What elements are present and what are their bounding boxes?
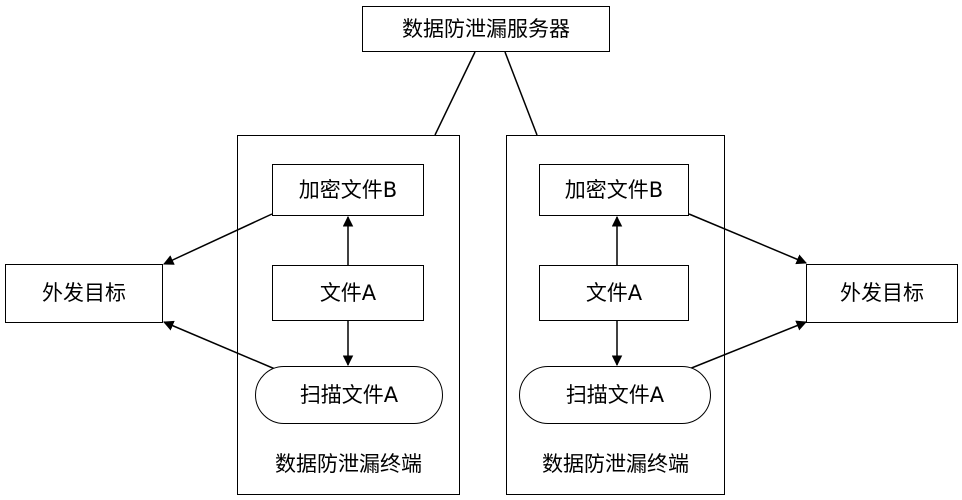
server-to-left-terminal-line <box>434 51 476 136</box>
left-outbound-target-node: 外发目标 <box>5 264 163 323</box>
right-scan-label: 扫描文件A <box>565 382 665 407</box>
left-scan-node: 扫描文件A <box>255 366 443 424</box>
left-encrypted-to-target-arrow <box>163 213 273 265</box>
left-encrypted-file-label: 加密文件B <box>298 177 398 202</box>
left-encrypted-file-node: 加密文件B <box>272 164 424 216</box>
left-terminal-container <box>237 135 460 495</box>
right-encrypted-file-label: 加密文件B <box>564 177 664 202</box>
right-scan-to-target-arrow <box>688 320 807 370</box>
right-terminal-container <box>506 135 725 495</box>
left-outbound-target-label: 外发目标 <box>42 281 126 305</box>
left-scan-label: 扫描文件A <box>299 382 399 407</box>
left-scan-to-target-arrow <box>163 320 276 370</box>
right-file-node: 文件A <box>539 265 689 321</box>
left-file-label: 文件A <box>319 280 377 305</box>
right-outbound-target-node: 外发目标 <box>806 264 958 323</box>
right-encrypted-file-node: 加密文件B <box>539 164 689 216</box>
dlp-server-label: 数据防泄漏服务器 <box>402 16 570 41</box>
right-scan-node: 扫描文件A <box>519 366 711 424</box>
left-terminal-label: 数据防泄漏终端 <box>275 452 422 476</box>
right-file-label: 文件A <box>585 280 643 305</box>
server-to-right-terminal-line <box>504 51 538 136</box>
dlp-server-node: 数据防泄漏服务器 <box>362 6 610 52</box>
right-encrypted-to-target-arrow <box>688 213 807 265</box>
right-outbound-target-label: 外发目标 <box>840 281 924 305</box>
left-file-node: 文件A <box>272 265 424 321</box>
right-terminal-label: 数据防泄漏终端 <box>542 452 689 476</box>
